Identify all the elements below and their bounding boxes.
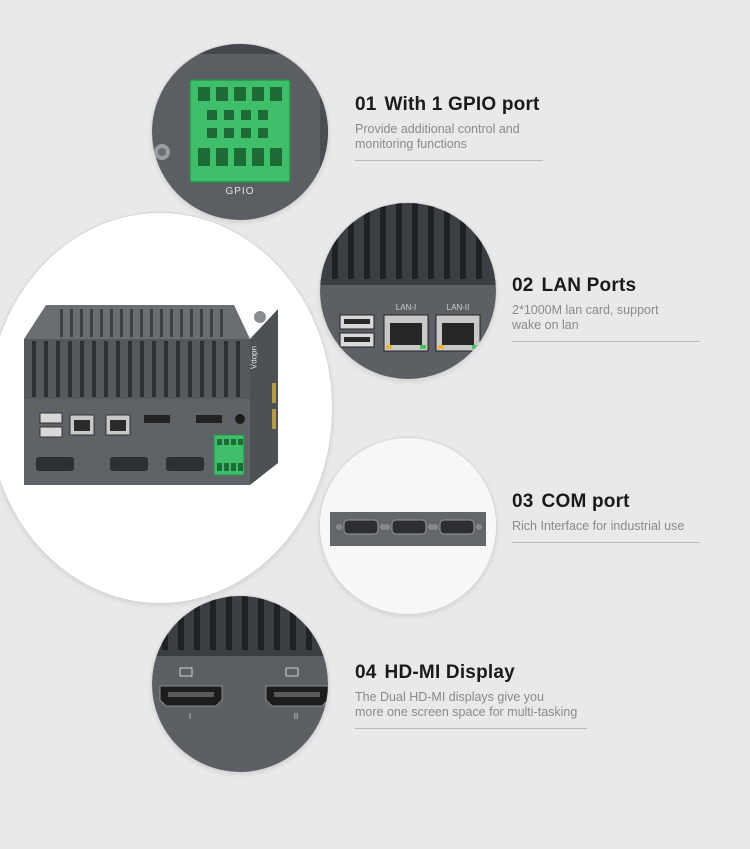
feature-hdmi-description: The Dual HD-MI displays give you more on… [355,690,578,719]
feature-hdmi-title: 04 HD-MI Display [355,662,587,684]
feature-com-number: 03 [512,491,534,512]
feature-hdmi-divider [355,728,587,729]
device-brand-label: Vdopn [249,345,259,370]
hdmi1-label: I [188,712,192,721]
feature-gpio-title: 01 With 1 GPIO port [355,94,543,116]
device-overview-circle: Vdopn [0,213,332,603]
feature-hdmi: 04 HD-MI Display The Dual HD-MI displays … [355,662,587,729]
feature-lan-title: 02 LAN Ports [512,275,700,297]
feature-hdmi-heading: HD-MI Display [384,662,515,683]
feature-lan-description: 2*1000M lan card, support wake on lan [512,303,659,332]
hdmi-closeup-circle: I II [152,596,328,772]
feature-gpio-heading: With 1 GPIO port [384,94,540,115]
gpio-closeup-image [152,44,328,220]
hdmi2-label: II [293,712,299,721]
feature-lan: 02 LAN Ports 2*1000M lan card, support wa… [512,275,700,342]
feature-gpio: 01 With 1 GPIO port Provide additional co… [355,94,543,161]
com-closeup-image [320,438,496,614]
hdmi-closeup-image [152,596,328,772]
lan-closeup-image [320,203,496,379]
lan-closeup-circle: LAN-I LAN-II [320,203,496,379]
feature-lan-number: 02 [512,275,534,296]
gpio-closeup-circle: GPIO [152,44,328,220]
lan2-label: LAN-II [446,303,470,312]
device-overview-image [24,305,278,485]
lan1-label: LAN-I [395,303,417,312]
feature-hdmi-number: 04 [355,662,377,683]
feature-gpio-description: Provide additional control and monitorin… [355,122,520,151]
feature-lan-divider [512,341,700,342]
feature-com-divider [512,542,700,543]
feature-com-description: Rich Interface for industrial use [512,519,685,533]
feature-com-heading: COM port [541,491,630,512]
feature-com-title: 03 COM port [512,491,700,513]
com-closeup-circle [320,438,496,614]
gpio-label: GPIO [225,186,255,197]
feature-lan-heading: LAN Ports [541,275,637,296]
feature-com: 03 COM port Rich Interface for industrial… [512,491,700,543]
feature-gpio-number: 01 [355,94,377,115]
feature-gpio-divider [355,160,543,161]
